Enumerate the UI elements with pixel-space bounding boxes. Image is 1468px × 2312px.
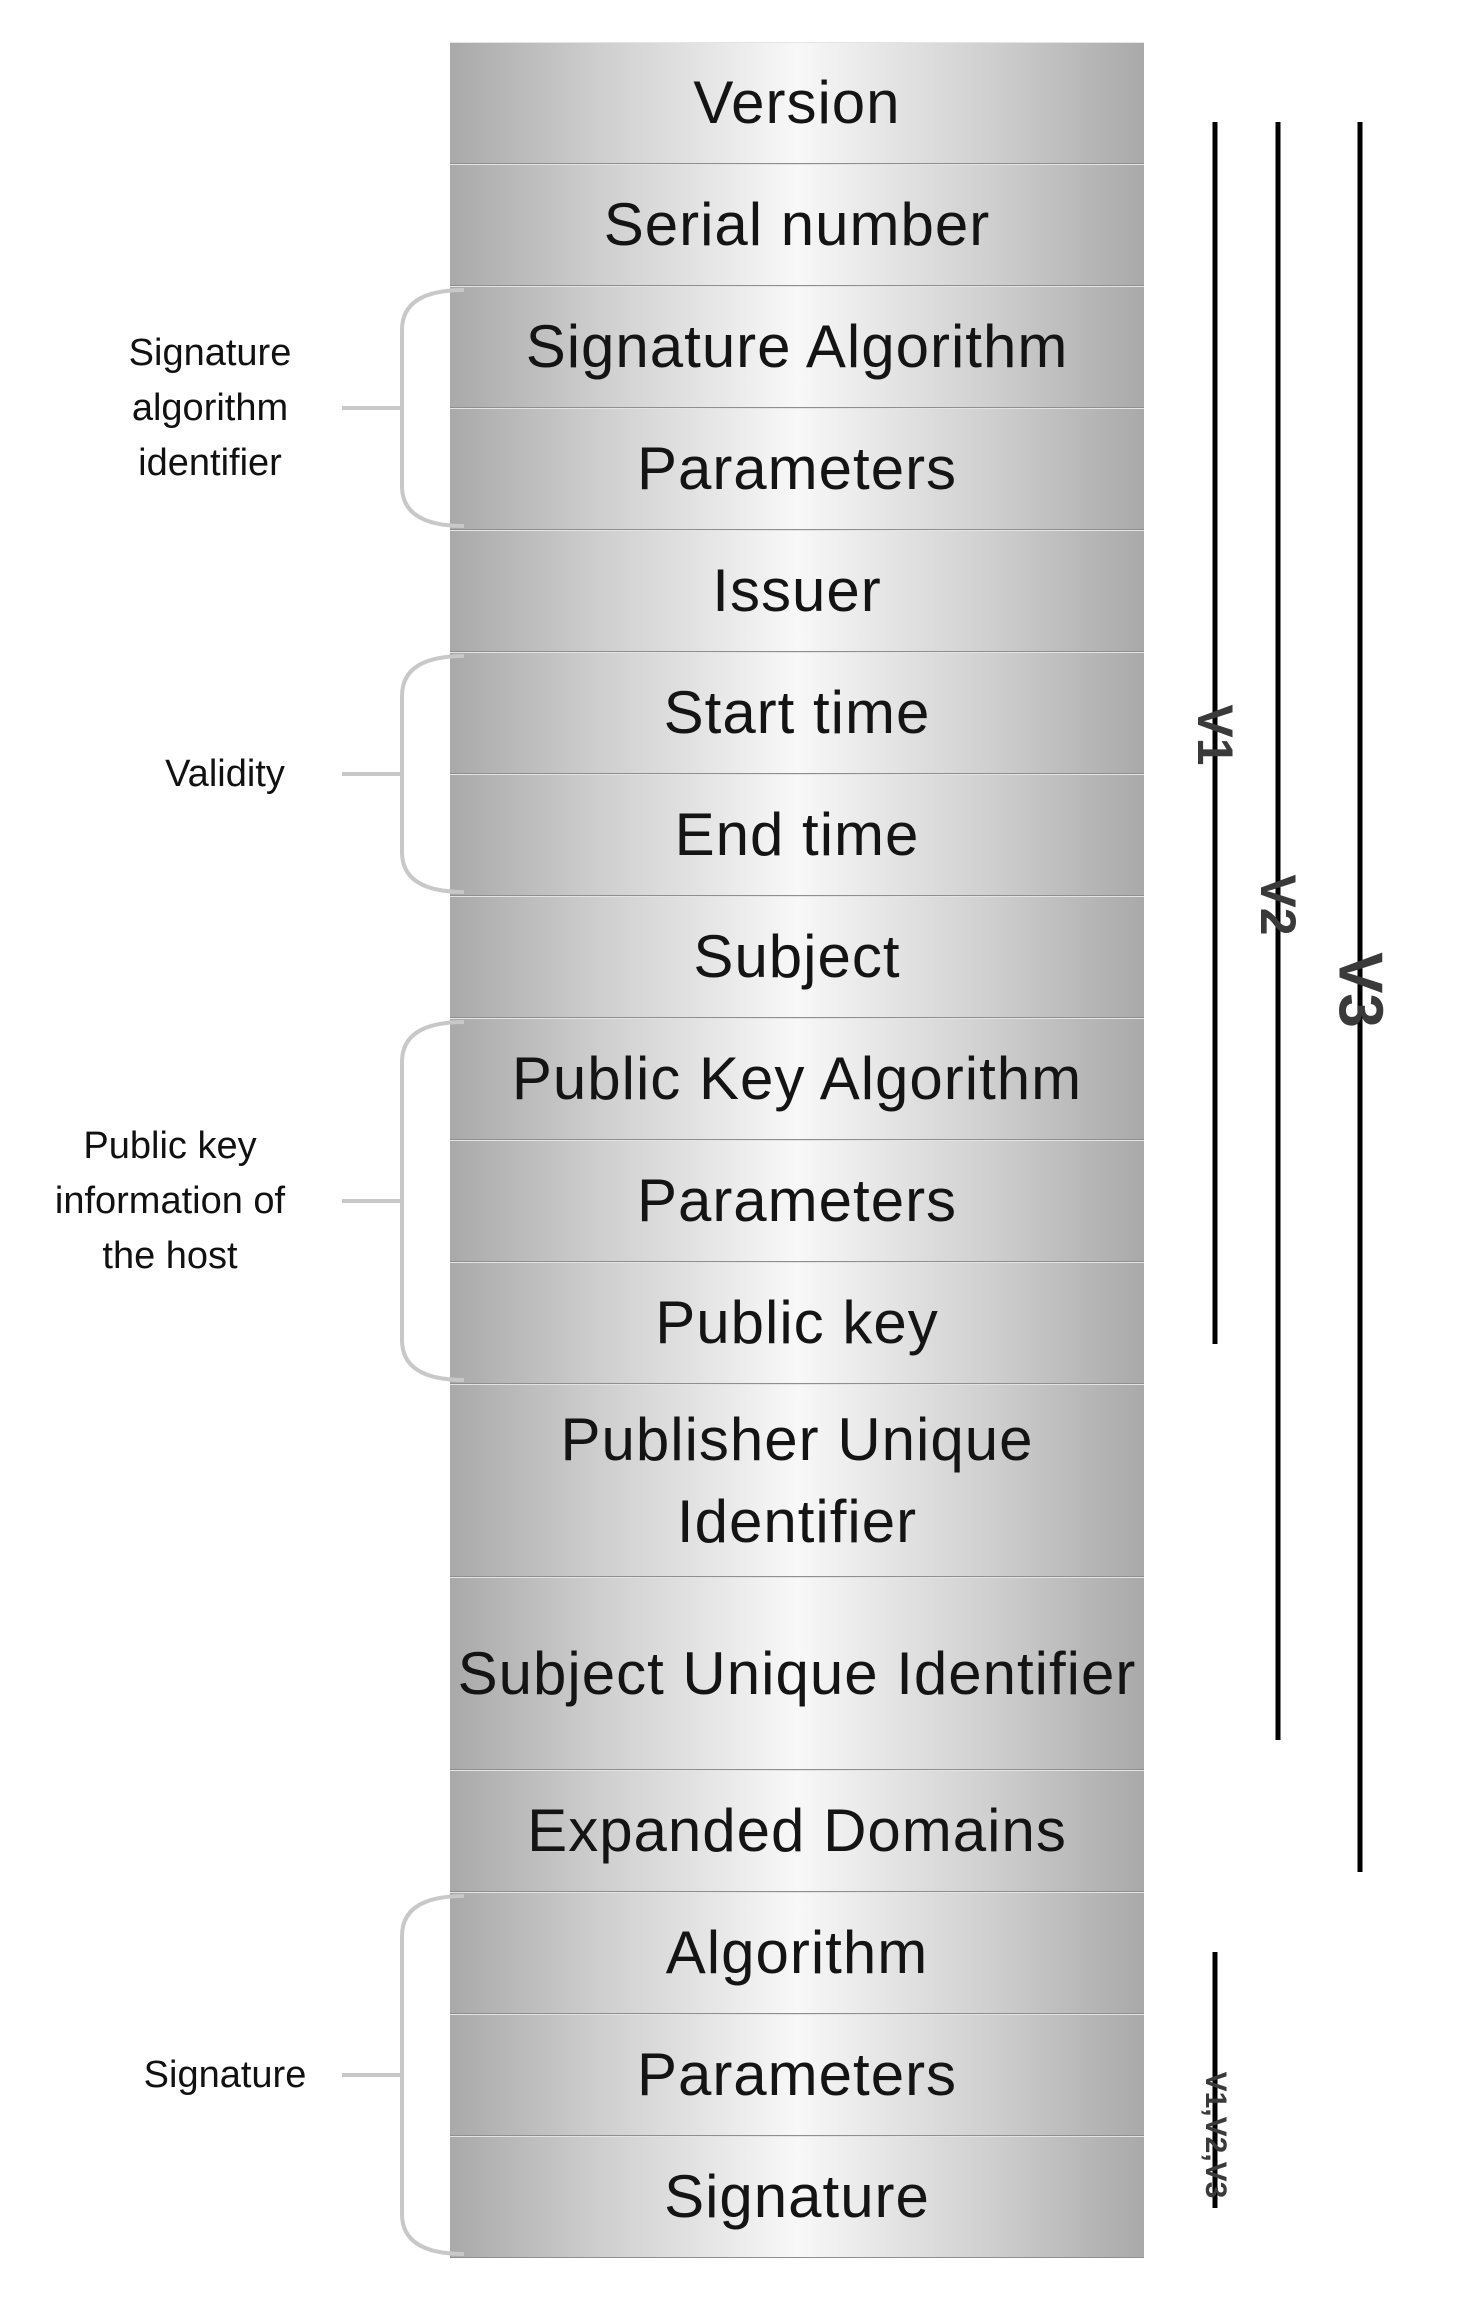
- field-signature: Signature: [450, 2136, 1144, 2258]
- field-issuer: Issuer: [450, 530, 1144, 652]
- field-signature-parameters: Parameters: [450, 408, 1144, 530]
- field-algorithm: Algorithm: [450, 1892, 1144, 2014]
- field-version: Version: [450, 42, 1144, 164]
- field-subject: Subject: [450, 896, 1144, 1018]
- group-label-signature: Signature: [143, 2053, 307, 2096]
- field-start-time: Start time: [450, 652, 1144, 774]
- group-label-validity: Validity: [165, 752, 285, 795]
- certificate-field-stack: Version Serial number Signature Algorith…: [450, 42, 1144, 2266]
- field-publisher-unique-identifier: Publisher Unique Identifier: [450, 1384, 1144, 1577]
- field-public-key: Public key: [450, 1262, 1144, 1384]
- field-serial-number: Serial number: [450, 164, 1144, 286]
- field-parameters: Parameters: [450, 2014, 1144, 2136]
- group-label-public-key-information: Public key information of the host: [54, 1124, 286, 1277]
- field-subject-unique-identifier: Subject Unique Identifier: [450, 1577, 1144, 1770]
- field-expanded-domains: Expanded Domains: [450, 1770, 1144, 1892]
- group-label-signature-algorithm-identifier: Signature algorithm identifier: [128, 331, 292, 484]
- field-public-key-algorithm: Public Key Algorithm: [450, 1018, 1144, 1140]
- field-end-time: End time: [450, 774, 1144, 896]
- field-public-key-parameters: Parameters: [450, 1140, 1144, 1262]
- version-label-all: V1,V2,V3: [1199, 2071, 1232, 2199]
- version-label-v2: V2: [1250, 874, 1306, 936]
- version-label-v1: V1: [1187, 704, 1243, 766]
- version-label-v3: V3: [1325, 952, 1395, 1028]
- field-signature-algorithm: Signature Algorithm: [450, 286, 1144, 408]
